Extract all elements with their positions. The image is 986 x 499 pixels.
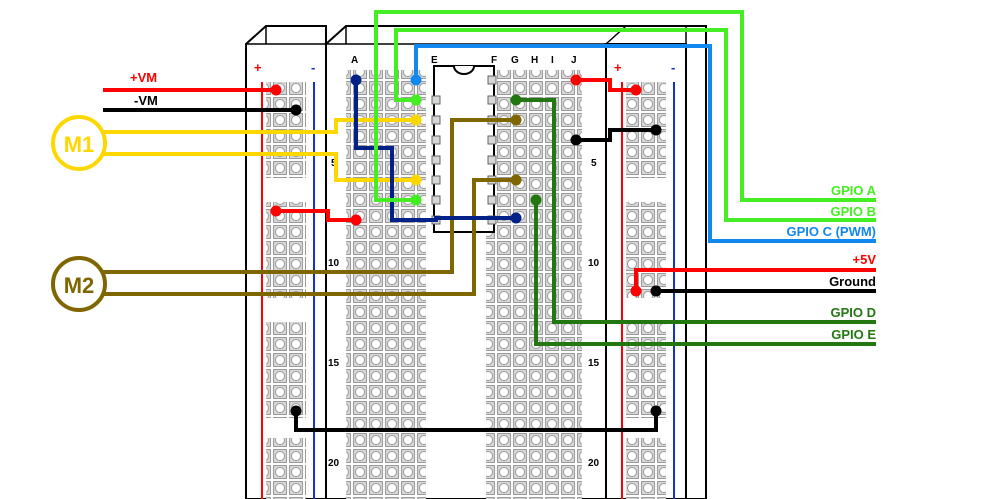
wire-m2-b <box>103 178 516 296</box>
column-letter-h: H <box>531 55 538 66</box>
label-gpio-a: GPIO A <box>831 183 877 198</box>
column-letter-a: A <box>351 55 358 66</box>
row-number-5-right: 5 <box>591 158 597 169</box>
rail-minus-label-right: - <box>671 60 675 75</box>
rail-holes-left-d <box>266 438 306 499</box>
row-number-20-left: 20 <box>328 458 340 469</box>
rail-holes-right-c <box>626 322 666 418</box>
column-letter-f: F <box>491 55 497 66</box>
wire-gpio-e <box>534 200 876 346</box>
motor-m2-label: M2 <box>64 273 95 298</box>
motor-m2: M2 <box>51 256 107 312</box>
motor-m1: M1 <box>51 115 107 171</box>
wire-m2-a <box>103 118 516 274</box>
column-letter-e: E <box>431 55 438 66</box>
wire-navy-jumper <box>354 80 516 222</box>
rail-holes-left-c <box>266 322 306 418</box>
label-plus-5v: +5V <box>853 252 877 267</box>
label-minus-vm: -VM <box>134 93 158 108</box>
rail-holes-left-b <box>266 202 306 298</box>
left-power-rail: + - <box>245 25 327 499</box>
wire-endpoints <box>270 74 662 417</box>
column-letter-i: I <box>551 55 554 66</box>
wire-red-jumper-right <box>576 78 636 92</box>
label-plus-vm: +VM <box>130 70 157 85</box>
wire-gpio-b <box>394 28 876 222</box>
wire-gpio-d <box>516 98 876 324</box>
wire-plus-5v <box>634 268 876 291</box>
column-letter-g: G <box>511 55 519 66</box>
label-gpio-b: GPIO B <box>830 204 876 219</box>
row-number-20-right: 20 <box>588 458 600 469</box>
wire-gpio-c <box>414 44 876 243</box>
rail-plus-label-left: + <box>254 60 262 75</box>
row-number-10-left: 10 <box>328 258 340 269</box>
rail-holes-right-b <box>626 202 666 298</box>
label-gpio-c: GPIO C (PWM) <box>786 224 876 239</box>
wire-red-jumper-left <box>276 209 356 222</box>
terminal-holes-left <box>346 70 426 499</box>
row-number-15-left: 15 <box>328 358 340 369</box>
driver-ic-chip <box>431 65 497 233</box>
label-gpio-e: GPIO E <box>831 327 876 342</box>
motor-m1-label: M1 <box>64 132 95 157</box>
breadboard: + - A E F G H I J 5 10 15 20 <box>245 25 707 499</box>
wire-black-jumper-right <box>576 128 656 142</box>
wire-gpio-a <box>374 10 876 202</box>
label-ground: Ground <box>829 274 876 289</box>
row-number-15-right: 15 <box>588 358 600 369</box>
column-letter-j: J <box>571 55 577 66</box>
label-gpio-d: GPIO D <box>830 305 876 320</box>
row-number-10-right: 10 <box>588 258 600 269</box>
rail-minus-label-left: - <box>311 60 315 75</box>
rail-plus-label-right: + <box>614 60 622 75</box>
rail-holes-right-d <box>626 438 666 499</box>
wire-ground-bridge <box>294 411 658 432</box>
